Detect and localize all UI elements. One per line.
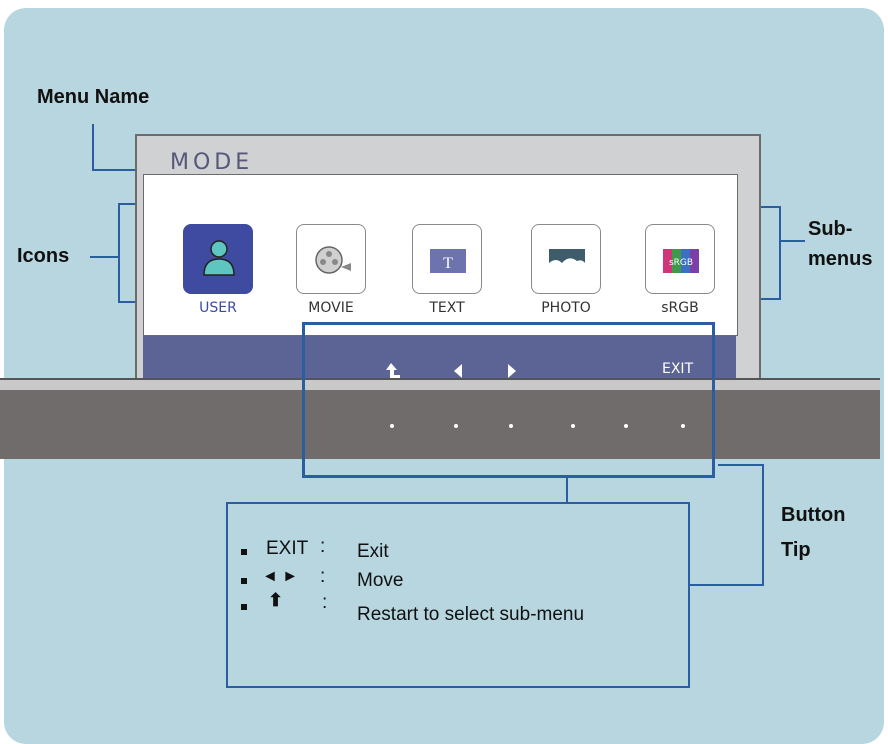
leader-submenus-bottom [760,298,780,300]
exit-button[interactable]: EXIT [662,361,694,377]
callout-submenus-line1: Sub- [808,218,853,240]
leader-submenus-bracket [779,206,781,300]
callout-submenus-line2: menus [808,248,873,270]
tip-separator: : [320,566,326,587]
leader-menu-name-h [92,169,142,171]
tip-exit-key: EXIT [266,538,309,559]
tip-separator: : [322,592,328,613]
mode-srgb-button[interactable]: sRGB [645,224,715,294]
osd-menu-title: MODE [170,150,254,175]
film-reel-icon [315,246,351,274]
move-left-icon[interactable] [452,363,464,379]
leader-submenus-top [760,206,780,208]
tip-exit-desc: Exit [357,541,389,562]
button-tip-box [226,502,690,688]
restart-arrow-icon[interactable] [385,362,401,380]
leader-submenus-stem [779,240,805,242]
leader-button-bottom [690,584,764,586]
svg-text:T: T [443,255,453,272]
leader-highlight-to-tipbox [566,478,568,502]
leader-icons-stem [90,256,118,258]
tip-bullet [241,578,247,584]
callout-icons: Icons [17,245,70,267]
svg-text:sRGB: sRGB [669,258,693,268]
physical-button[interactable] [390,424,394,428]
physical-button[interactable] [571,424,575,428]
tip-move-desc: Move [357,570,404,591]
osd-button-bar [143,336,736,380]
mode-movie-label: MOVIE [308,300,354,316]
mode-movie-button[interactable] [296,224,366,294]
callout-button-line1: Button [781,504,846,526]
physical-button[interactable] [681,424,685,428]
text-icon: T [430,249,466,273]
leader-menu-name-v [92,124,94,171]
monitor-stand-edge [0,378,880,390]
srgb-icon: sRGB [663,249,699,273]
tip-restart-key: ⬆ [268,590,284,610]
button-highlight-box [302,322,715,478]
leader-icons-bracket [118,203,120,303]
photo-icon [549,249,585,273]
monitor-stand [0,390,880,459]
leader-button-top [718,464,764,466]
tip-separator: : [320,536,326,557]
leader-icons-top [118,203,138,205]
mode-srgb-label: sRGB [661,300,699,316]
tip-move-key: ◄ ► [262,568,299,585]
mode-photo-label: PHOTO [541,300,591,316]
mode-user-label: USER [199,300,237,316]
mode-text-button[interactable]: T [412,224,482,294]
physical-button[interactable] [509,424,513,428]
leader-button-bracket [762,464,764,586]
physical-button[interactable] [454,424,458,428]
move-right-icon[interactable] [506,363,518,379]
user-icon [203,240,235,276]
physical-button[interactable] [624,424,628,428]
tip-bullet [241,604,247,610]
callout-menu-name: Menu Name [37,86,150,108]
tip-restart-desc: Restart to select sub-menu [357,604,585,625]
mode-photo-button[interactable] [531,224,601,294]
mode-text-label: TEXT [429,300,465,316]
tip-bullet [241,549,247,555]
leader-icons-bottom [118,301,138,303]
mode-user-button[interactable] [183,224,253,294]
callout-button-line2: Tip [781,539,811,561]
